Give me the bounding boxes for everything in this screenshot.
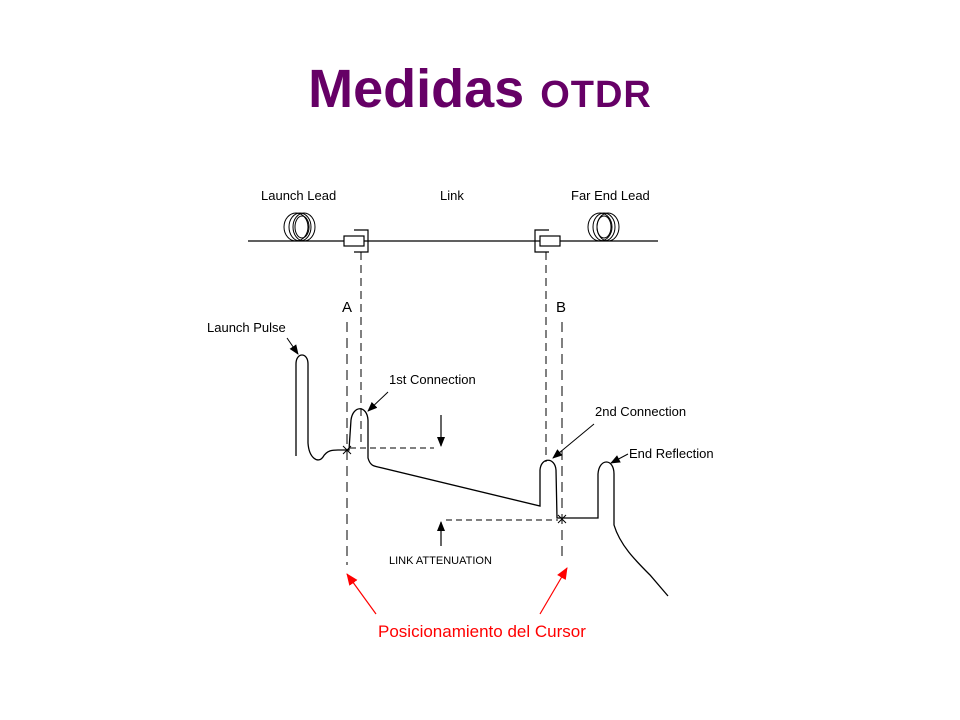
far-end-lead-coil — [587, 212, 620, 242]
label-second-connection: 2nd Connection — [595, 404, 686, 419]
arrow-first-connection — [367, 391, 389, 412]
label-link: Link — [440, 188, 464, 203]
red-arrow-a — [346, 573, 377, 615]
cursor-label-a: A — [342, 299, 352, 316]
launch-lead-coil — [283, 212, 316, 242]
label-first-connection: 1st Connection — [389, 372, 476, 387]
connector-b — [534, 229, 561, 253]
label-end-reflection: End Reflection — [629, 446, 714, 461]
title-main: Medidas — [308, 59, 525, 119]
red-arrow-b — [539, 567, 568, 615]
arrow-second-connection — [552, 423, 595, 459]
label-far-end-lead: Far End Lead — [571, 188, 650, 203]
arrow-end-reflection — [610, 453, 629, 464]
cursor-mark-b — [557, 514, 567, 524]
label-link-attenuation: LINK ATTENUATION — [389, 555, 492, 567]
slide-title: Medidas OTDR — [0, 58, 960, 120]
label-launch-lead: Launch Lead — [261, 188, 336, 203]
title-suffix: OTDR — [540, 74, 652, 116]
arrow-launch-pulse — [286, 337, 299, 355]
cursor-positioning-note: Posicionamiento del Cursor — [378, 622, 586, 641]
otdr-trace — [295, 354, 669, 597]
label-launch-pulse: Launch Pulse — [207, 320, 286, 335]
connector-a — [343, 229, 369, 253]
cursor-mark-a — [342, 445, 352, 455]
cursor-label-b: B — [556, 299, 566, 316]
